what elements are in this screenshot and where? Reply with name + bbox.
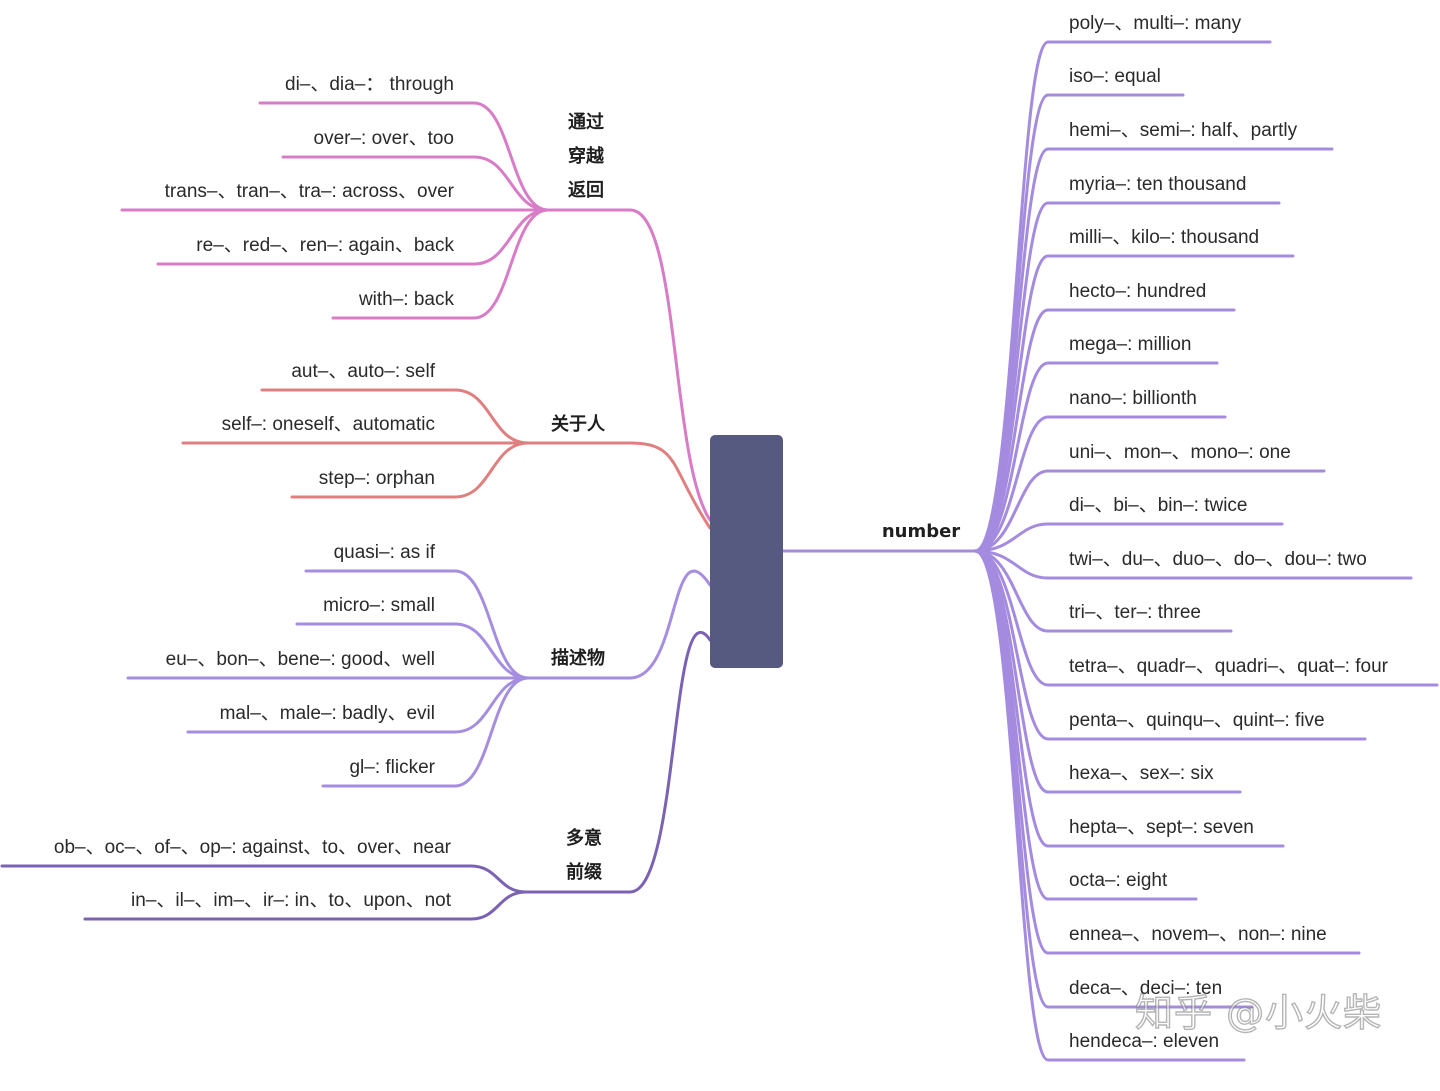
- group-title-people[interactable]: 关于人: [540, 408, 616, 442]
- leaf-number-10[interactable]: twi–、du–、duo–、do–、dou–: two: [1069, 549, 1367, 570]
- leaf-number-15[interactable]: hepta–、sept–: seven: [1069, 817, 1254, 838]
- leaf-people-2[interactable]: step–: orphan: [318, 468, 435, 489]
- center-char-3: 前: [734, 974, 759, 1002]
- leaf-through-2[interactable]: trans–、tran–、tra–: across、over: [164, 181, 454, 202]
- leaf-things-2[interactable]: eu–、bon–、bene–: good、well: [165, 649, 435, 670]
- group-title-number[interactable]: number: [876, 515, 966, 549]
- branch-multi-0: [0, 864, 528, 894]
- leaf-number-7[interactable]: nano–: billionth: [1069, 388, 1197, 409]
- leaf-through-1[interactable]: over–: over、too: [313, 128, 454, 149]
- branch-number-6: [973, 361, 1219, 553]
- trunk-people: [628, 441, 712, 530]
- leaf-through-0[interactable]: di–、dia–： through: [285, 74, 454, 95]
- leaf-things-0[interactable]: quasi–: as if: [333, 542, 435, 563]
- branch-number-19: [973, 549, 1246, 1062]
- branch-number-7: [973, 415, 1227, 553]
- mind-map-canvas: [0, 40, 1439, 1062]
- watermark: 知乎 @小火柴: [1134, 990, 1383, 1035]
- branch-number-10: [973, 549, 1413, 580]
- leaf-number-8[interactable]: uni–、mon–、mono–: one: [1069, 442, 1291, 463]
- leaf-multi-1[interactable]: in–、il–、im–、ir–: in、to、upon、not: [131, 890, 451, 911]
- branch-things-4: [321, 676, 530, 788]
- leaf-through-3[interactable]: re–、red–、ren–: again、back: [196, 235, 454, 256]
- leaf-number-14[interactable]: hexa–、sex–: six: [1069, 763, 1214, 784]
- branch-through-0: [258, 101, 550, 212]
- center-node[interactable]: 常 用 前 缀 二: [710, 435, 783, 1090]
- leaf-multi-0[interactable]: ob–、oc–、of–、op–: against、to、over、near: [53, 837, 451, 858]
- leaf-number-12[interactable]: tetra–、quadr–、quadri–、quat–: four: [1069, 656, 1388, 677]
- branch-things-1: [295, 622, 530, 680]
- branch-number-5: [973, 308, 1236, 553]
- leaf-things-1[interactable]: micro–: small: [323, 595, 435, 616]
- center-char-1: 常: [734, 886, 759, 914]
- leaf-things-4[interactable]: gl–: flicker: [349, 757, 435, 778]
- center-char-2: 用: [734, 930, 759, 958]
- leaf-number-1[interactable]: iso–: equal: [1069, 66, 1161, 87]
- branch-number-9: [973, 522, 1284, 553]
- group-title-line: 通过: [568, 112, 604, 133]
- leaf-things-3[interactable]: mal–、male–: badly、evil: [219, 703, 435, 724]
- group-title-line: 返回: [568, 180, 604, 201]
- branch-people-2: [290, 441, 530, 499]
- branch-number-8: [973, 469, 1326, 553]
- leaf-number-17[interactable]: ennea–、novem–、non–: nine: [1069, 924, 1327, 945]
- leaf-number-11[interactable]: tri–、ter–: three: [1069, 602, 1201, 623]
- branch-through-4: [331, 208, 550, 320]
- group-title-line: 关于人: [551, 414, 605, 435]
- leaf-number-5[interactable]: hecto–: hundred: [1069, 281, 1207, 302]
- leaf-number-18[interactable]: deca–、deci–: ten: [1069, 978, 1223, 999]
- branch-things-3: [186, 676, 530, 734]
- group-title-through[interactable]: 通过 穿越 返回: [556, 106, 616, 208]
- group-title-line: 多意: [566, 828, 602, 849]
- group-title-multi[interactable]: 多意 前缀: [554, 822, 614, 890]
- leaf-number-9[interactable]: di–、bi–、bin–: twice: [1069, 495, 1248, 516]
- leaf-number-4[interactable]: milli–、kilo–: thousand: [1069, 227, 1260, 248]
- group-title-line: 前缀: [566, 862, 602, 883]
- branch-number-11: [973, 549, 1233, 633]
- leaf-number-16[interactable]: octa–: eight: [1069, 870, 1168, 891]
- branch-multi-1: [83, 890, 528, 921]
- leaf-number-6[interactable]: mega–: million: [1069, 334, 1192, 355]
- center-char-4: 缀: [734, 1018, 759, 1046]
- group-title-things[interactable]: 描述物: [540, 642, 616, 676]
- group-title-line: 描述物: [551, 648, 605, 669]
- trunk-multi: [628, 630, 712, 894]
- leaf-number-19[interactable]: hendeca–: eleven: [1069, 1031, 1220, 1052]
- group-title-line: 穿越: [568, 146, 604, 167]
- leaf-number-13[interactable]: penta–、quinqu–、quint–: five: [1069, 710, 1325, 731]
- leaf-number-3[interactable]: myria–: ten thousand: [1069, 174, 1247, 195]
- leaf-people-0[interactable]: aut–、auto–: self: [291, 361, 435, 382]
- leaf-people-1[interactable]: self–: oneself、automatic: [221, 414, 435, 435]
- trunk-things: [628, 569, 712, 680]
- leaf-number-0[interactable]: poly–、multi–: many: [1069, 13, 1242, 34]
- branch-people-0: [260, 388, 530, 445]
- trunk-through: [628, 208, 712, 522]
- branch-things-0: [304, 569, 530, 680]
- branch-through-1: [281, 155, 550, 212]
- leaf-number-2[interactable]: hemi–、semi–: half、partly: [1069, 120, 1298, 141]
- branch-number-12: [973, 549, 1439, 687]
- group-title-line: number: [881, 521, 961, 542]
- center-char-5: 二: [734, 1062, 759, 1090]
- leaf-through-4[interactable]: with–: back: [358, 289, 454, 310]
- branch-through-3: [156, 208, 550, 266]
